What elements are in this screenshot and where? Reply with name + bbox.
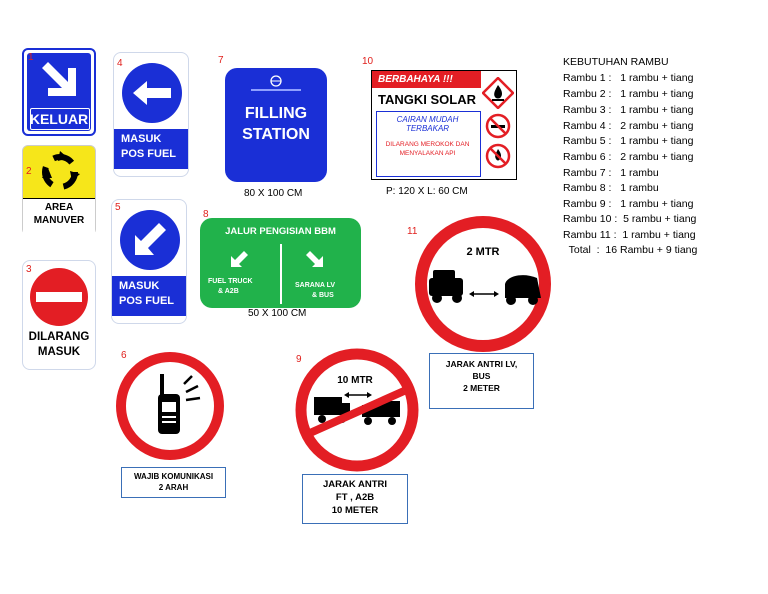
sign-8-number: 8 — [203, 209, 209, 220]
no-entry-icon — [30, 268, 88, 326]
sign-10-sub2: TERBAKAR — [405, 124, 450, 133]
sign-7-size: 80 X 100 CM — [244, 188, 303, 199]
sign-11-label1: JARAK ANTRI LV, — [445, 359, 518, 369]
sign-10-warn2: MENYALAKAN API — [399, 150, 456, 157]
sign-1-number: 1 — [28, 52, 34, 63]
requirements-row: Rambu 6 : 2 rambu + tiang — [563, 151, 694, 163]
radio-sign-icon — [116, 352, 224, 460]
requirements-row: Rambu 9 : 1 rambu + tiang — [563, 198, 694, 210]
sign-8-jalur-pengisian: JALUR PENGISIAN BBM FUEL TRUCK & A2B SAR… — [200, 218, 361, 308]
sign-2-line1: AREA — [44, 202, 74, 213]
sign-5-line2: POS FUEL — [119, 295, 175, 307]
sign-10-warn1: DILARANG MEROKOK DAN — [385, 141, 470, 148]
sign-3-line2: MASUK — [37, 346, 81, 358]
sign-9-distance: 10 MTR — [337, 375, 373, 386]
sign-8-size: 50 X 100 CM — [248, 308, 307, 319]
sign-9-label1: JARAK ANTRI — [322, 479, 388, 490]
sign-8-right2: & BUS — [312, 292, 334, 299]
sign-5-label-band — [112, 276, 186, 316]
sign-8-title: JALUR PENGISIAN BBM — [225, 226, 336, 237]
truck-distance-sign-icon — [295, 348, 419, 472]
flammable-hazard-icon — [482, 77, 514, 109]
sign-2-area-manuver: AREA MANUVER — [22, 145, 96, 235]
sign-1-keluar: KELUAR — [22, 48, 96, 136]
arrow-down-left-icon — [231, 251, 248, 267]
sign-11-number: 11 — [407, 226, 418, 237]
sign-8-divider — [280, 244, 282, 304]
sign-5-number: 5 — [115, 202, 121, 213]
no-fire-icon — [485, 143, 511, 169]
sign-2-label-box — [23, 198, 95, 235]
arrow-left-icon — [122, 63, 182, 123]
company-logo-text — [251, 89, 301, 91]
sign-11-distance: 2 MTR — [466, 246, 500, 258]
sign-8-right1: SARANA LV — [295, 282, 336, 289]
sign-11-label3: 2 METER — [463, 383, 500, 393]
car-distance-sign-icon — [415, 216, 551, 352]
sign-5-line1: MASUK — [119, 280, 160, 292]
sign-10-title: TANGKI SOLAR — [378, 92, 476, 107]
sign-3-number: 3 — [26, 264, 32, 275]
sign-6-label-box: WAJIB KOMUNIKASI 2 ARAH — [121, 467, 226, 498]
sign-9-label2: FT , A2B — [335, 492, 375, 503]
sign-2-number: 2 — [26, 166, 32, 177]
sign-1-label: KELUAR — [29, 111, 89, 127]
sign-4-line2: POS FUEL — [121, 148, 177, 160]
sign-9-number: 9 — [296, 354, 302, 365]
requirements-title: KEBUTUHAN RAMBU — [563, 56, 669, 68]
sign-11-label2: BUS — [472, 371, 491, 381]
sign-10-danger-band — [372, 71, 481, 88]
sign-4-number: 4 — [117, 58, 123, 69]
roundabout-icon — [42, 151, 80, 190]
arrow-down-right-icon — [42, 62, 76, 96]
sign-10-tangki-solar: BERBAHAYA !!! TANGKI SOLAR CAIRAN MUDAH … — [371, 70, 517, 180]
company-logo-icon — [270, 75, 282, 87]
sign-7-line2: STATION — [242, 126, 310, 143]
sign-10-number: 10 — [362, 56, 374, 67]
sign-8-left2: & A2B — [218, 288, 239, 295]
sign-4-label-band — [114, 129, 188, 169]
requirements-row: Rambu 2 : 1 rambu + tiang — [563, 88, 694, 100]
sign-4-line1: MASUK — [121, 133, 162, 145]
requirements-row: Rambu 7 : 1 rambu — [563, 167, 659, 179]
arrow-down-right-icon — [306, 251, 323, 267]
sign-6-label2: 2 ARAH — [158, 483, 189, 492]
sign-4-masuk-pos-fuel: MASUK POS FUEL — [113, 52, 189, 177]
arrow-down-left-icon — [120, 210, 180, 270]
sign-1-label-box — [30, 108, 90, 130]
sign-3-line1: DILARANG — [28, 331, 90, 343]
sign-3-dilarang-masuk: DILARANG MASUK — [22, 260, 96, 370]
sign-10-danger: BERBAHAYA !!! — [378, 74, 453, 85]
requirements-row: Rambu 10 : 5 rambu + tiang — [563, 213, 697, 225]
sign-9-label3: 10 METER — [331, 505, 379, 516]
requirements-row: Rambu 11 : 1 rambu + tiang — [563, 229, 696, 241]
sign-10-box — [376, 111, 481, 177]
sign-7-filling-station: FILLING STATION — [225, 68, 327, 182]
requirements-row: Rambu 3 : 1 rambu + tiang — [563, 104, 694, 116]
requirements-row: Rambu 1 : 1 rambu + tiang — [563, 72, 694, 84]
sign-10-sub1: CAIRAN MUDAH — [396, 115, 459, 124]
sign-6-number: 6 — [121, 350, 127, 361]
sign-7-number: 7 — [218, 55, 224, 66]
sign-10-size: P: 120 X L: 60 CM — [386, 186, 468, 197]
sign-7-line1: FILLING — [244, 105, 308, 122]
sign-5-masuk-pos-fuel: MASUK POS FUEL — [111, 199, 187, 324]
sign-11-label-box: JARAK ANTRI LV, BUS 2 METER — [429, 353, 534, 409]
sign-9-label-box: JARAK ANTRI FT , A2B 10 METER — [302, 474, 408, 524]
sign-6-label1: WAJIB KOMUNIKASI — [133, 472, 214, 481]
requirements-total: Total : 16 Rambu + 9 tiang — [563, 244, 698, 256]
requirements-row: Rambu 8 : 1 rambu — [563, 182, 659, 194]
requirements-row: Rambu 5 : 1 rambu + tiang — [563, 135, 694, 147]
sign-8-left1: FUEL TRUCK — [208, 278, 253, 285]
sign-2-line2: MANUVER — [33, 215, 85, 226]
requirements-row: Rambu 4 : 2 rambu + tiang — [563, 120, 694, 132]
no-smoking-icon — [485, 113, 511, 139]
